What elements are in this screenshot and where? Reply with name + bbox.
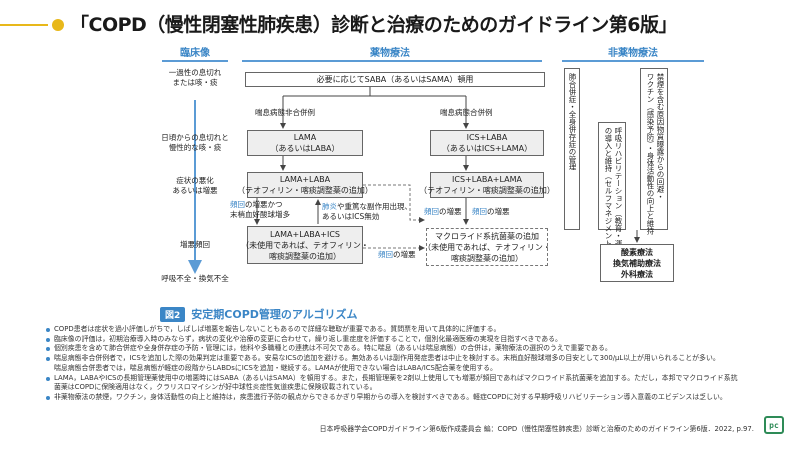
header-drug-underline (242, 60, 542, 62)
figure-caption: 図2 安定期COPD管理のアルゴリズム (160, 306, 358, 322)
box-ics-laba-lama: ICS+LABA+LAMA （テオフィリン・喀痰調整薬の追加） (419, 172, 555, 198)
header-drug-therapy: 薬物療法 (370, 48, 410, 59)
label-asthma: 喘息病態合併例 (440, 108, 493, 117)
note-item: 非薬物療法の禁煙，ワクチン，身体活動性の向上と維持は，疾患進行予防の観点からでき… (46, 393, 754, 403)
label-non-asthma: 喘息病態非合併例 (255, 108, 315, 117)
box-prevention: 禁煙を含む原因物質曝露からの回避・ ワクチン（感染予防）・身体活動性の向上と維持 (640, 68, 668, 234)
box-comorbidity-management: 肺合併症・全身併存症の管理 (564, 68, 580, 230)
clinical-item-transient: 一過性の息切れ または咳・痰 (168, 68, 222, 87)
box-saba: 必要に応じてSABA（あるいはSAMA）頓用 (245, 72, 545, 87)
note-item: 喘息病態非合併例者で，ICSを追加した際の効果判定は重要である。安易なICSの追… (46, 354, 754, 373)
clinical-item-worsening: 症状の悪化 あるいは増悪 (172, 176, 218, 195)
title-bar: 「COPD（慢性閉塞性肺疾患）診断と治療のためのガイドライン第6版」 (0, 0, 800, 44)
label-frequent-left: 頻回の増悪 (424, 207, 462, 216)
box-pulmonary-rehab: 呼吸リハビリテーション（教育・運動・栄養） の導入と維持（セルフマネジメント） (598, 122, 626, 285)
box-lama-laba-ics: LAMA+LABA+ICS （未使用であれば、テオフィリン・ 喀痰調整薬の追加） (241, 226, 369, 264)
note-item: COPD患者は症状を過小評価しがちで，しばしば増悪を報告しないこともあるので詳細… (46, 325, 754, 335)
label-pneumonia: 肺炎や重篤な副作用出現、 あるいはICS無効 (322, 202, 412, 221)
box-macrolide: マクロライド系抗菌薬の追加 （未使用であれば、テオフィリン・ 喀痰調整薬の追加） (423, 228, 551, 266)
box-oxygen-therapy: 酸素療法 換気補助療法 外科療法 (600, 244, 674, 282)
diagram-arrows (188, 86, 640, 274)
clinical-item-frequent-exacerbation: 増悪頻回 (180, 240, 210, 249)
brand-logo: pc (764, 416, 784, 434)
box-ics-laba: ICS+LABA （あるいはICS+LAMA） (430, 130, 544, 156)
label-frequent-eosinophil: 頻回の増悪かつ 末梢血好酸球増多 (230, 200, 290, 219)
box-lama: LAMA （あるいはLABA） (247, 130, 363, 156)
figure-badge: 図2 (160, 306, 186, 322)
clinical-item-respiratory-failure: 呼吸不全・換気不全 (161, 274, 229, 283)
header-nondrug-underline (562, 60, 704, 62)
source-citation: 日本呼吸器学会COPDガイドライン第6版作成委員会 編：COPD（慢性閉塞性肺疾… (319, 425, 754, 433)
page-title: 「COPD（慢性閉塞性肺疾患）診断と治療のためのガイドライン第6版」 (70, 14, 678, 36)
notes-list: COPD患者は症状を過小評価しがちで，しばしば増悪を報告しないこともあるので詳細… (46, 325, 754, 403)
algorithm-diagram: 臨床像 薬物療法 非薬物療法 一過性の息切れ または咳・痰 日頃からの息切れと … (60, 44, 746, 300)
title-accent-line (0, 24, 48, 26)
note-item: 臨床像の評価は，初期治療導入時のみならず，病状の変化や治療の変更に合わせて，繰り… (46, 335, 754, 345)
header-clinical: 臨床像 (180, 48, 210, 59)
title-accent-dot (52, 19, 64, 31)
header-nondrug-therapy: 非薬物療法 (608, 48, 658, 59)
clinical-item-chronic: 日頃からの息切れと 慢性的な咳・痰 (161, 133, 229, 152)
label-frequent-bottom: 頻回の増悪 (378, 250, 416, 259)
note-item: LAMA，LABAやICSの長期管理薬使用中の増悪時にはSABA（あるいはSAM… (46, 374, 754, 393)
note-item: 個別疾患を含めて肺合併症や全身併存症の予防・管理には，他科や多職種との連携は不可… (46, 344, 754, 354)
figure-title: 安定期COPD管理のアルゴリズム (191, 308, 358, 321)
header-clinical-underline (162, 60, 228, 62)
label-frequent-right: 頻回の増悪 (472, 207, 510, 216)
box-lama-laba: LAMA+LABA （テオフィリン・喀痰調整薬の追加） (237, 172, 373, 198)
